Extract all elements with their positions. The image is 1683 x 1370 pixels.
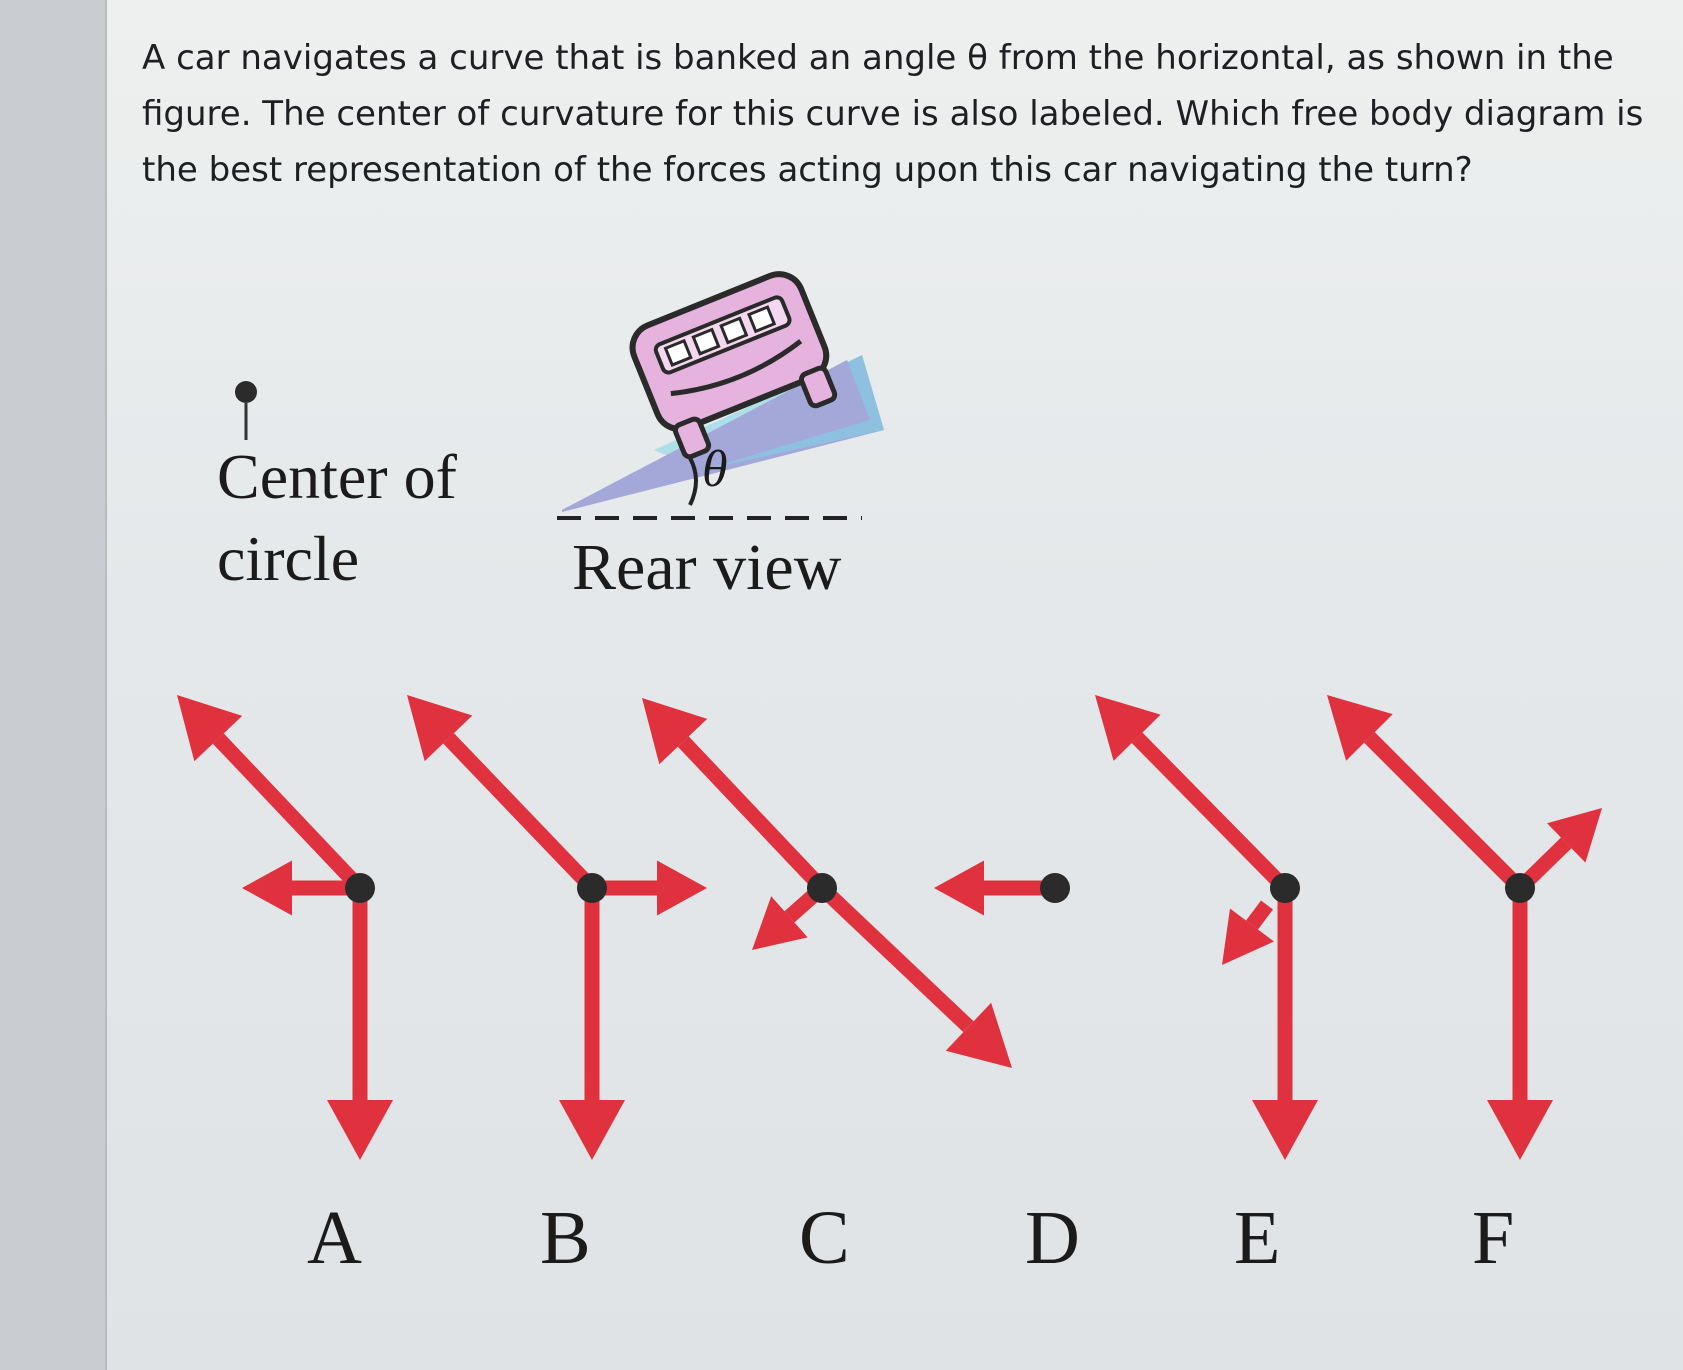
question-text: A car navigates a curve that is banked a… (142, 38, 1644, 190)
option-c-down-slope-arrow (816, 882, 1012, 1068)
banked-ramp (557, 355, 884, 520)
option-label-b[interactable]: B (540, 1196, 591, 1280)
option-c-dot (807, 873, 837, 903)
option-b-weight-arrow (559, 888, 625, 1160)
center-of-circle-label-line1: Center of (217, 441, 457, 512)
free-body-diagrams (177, 695, 1602, 1160)
option-a-normal-arrow (177, 695, 366, 894)
option-e-weight-arrow (1252, 888, 1318, 1160)
option-f-dot (1505, 873, 1535, 903)
option-f-weight-arrow (1487, 888, 1553, 1160)
rear-view-label: Rear view (572, 531, 842, 604)
option-e-normal-arrow (1095, 695, 1291, 894)
figure-canvas (177, 271, 1602, 1160)
option-label-d[interactable]: D (1025, 1196, 1080, 1280)
question-panel: A car navigates a curve that is banked a… (105, 0, 1683, 1370)
option-label-f[interactable]: F (1472, 1196, 1515, 1280)
option-a-dot (345, 873, 375, 903)
option-b-normal-arrow (407, 695, 598, 894)
center-of-circle-marker (235, 381, 257, 440)
option-a-weight-arrow (327, 888, 393, 1160)
option-d-dot (1040, 873, 1070, 903)
theta-label: θ (702, 441, 728, 498)
car-icon (629, 271, 838, 460)
option-b-horizontal-arrow (592, 860, 707, 916)
option-f-up-slope-arrow (1514, 808, 1602, 894)
option-label-c[interactable]: C (799, 1196, 850, 1280)
option-f-normal-arrow (1327, 695, 1526, 894)
option-e-short-arrow (1222, 900, 1274, 965)
option-label-e[interactable]: E (1234, 1196, 1281, 1280)
option-b-dot (577, 873, 607, 903)
option-e-dot (1270, 873, 1300, 903)
option-label-a[interactable]: A (307, 1196, 362, 1280)
option-c-normal-arrow (642, 698, 828, 894)
option-d-horizontal-arrow (934, 860, 1055, 916)
center-of-circle-label-line2: circle (217, 523, 360, 594)
